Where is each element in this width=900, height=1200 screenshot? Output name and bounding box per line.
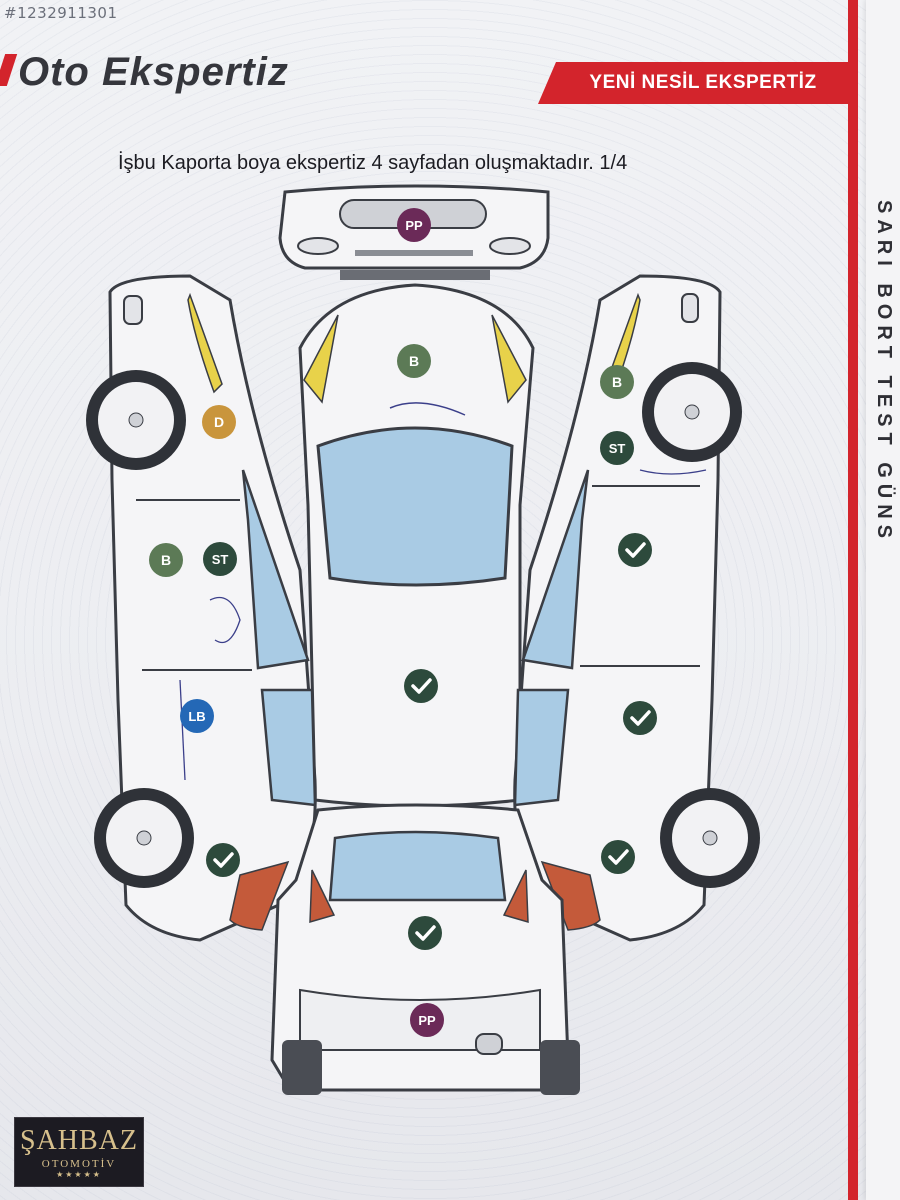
badge-label: B (612, 374, 622, 390)
page-subtitle: İşbu Kaporta boya ekspertiz 4 sayfadan o… (118, 152, 628, 174)
dealer-logo: ŞAHBAZ OTOMOTİV ★★★★★ (14, 1117, 144, 1187)
check-icon (415, 925, 436, 941)
wheel-left-rear (94, 788, 194, 888)
badge-front-bumper: PP (397, 208, 431, 242)
badge-trunk (408, 916, 442, 950)
badge-right-front-fender-b: B (600, 365, 634, 399)
badge-layer: PP B D B ST LB B ST PP (149, 208, 657, 1037)
badge-left-front-door-b: B (149, 543, 183, 577)
badge-label: B (161, 552, 171, 568)
check-icon (608, 849, 629, 865)
dealer-logo-sub: OTOMOTİV (41, 1158, 117, 1170)
listing-id: #1232911301 (4, 4, 118, 22)
badge-left-rear-door: LB (180, 699, 214, 733)
ribbon-banner: YENİ NESİL EKSPERTİZ (538, 62, 858, 104)
badge-left-front-door-st: ST (203, 542, 237, 576)
check-icon (630, 710, 651, 726)
badge-label: PP (418, 1013, 436, 1028)
badge-right-rear-fender (601, 840, 635, 874)
check-icon (625, 542, 646, 558)
wheel-left-front (86, 370, 186, 470)
badge-roof (404, 669, 438, 703)
dealer-logo-stars: ★★★★★ (56, 1170, 102, 1179)
badge-label: ST (212, 552, 229, 567)
red-border-stripe (848, 0, 858, 1200)
wheel-right-rear (660, 788, 760, 888)
badge-right-front-door (618, 533, 652, 567)
badge-left-front-fender: D (202, 405, 236, 439)
check-icon (213, 852, 234, 868)
wheel-right-front (642, 362, 742, 462)
badge-right-rear-door (623, 701, 657, 735)
side-page-text: SARI BORT TEST GÜNS (873, 200, 895, 545)
brand-title: Oto Ekspertiz (18, 50, 289, 94)
badge-label: D (214, 414, 224, 430)
badge-right-front-fender-st: ST (600, 431, 634, 465)
badge-label: B (409, 353, 419, 369)
next-page-edge (866, 0, 900, 1200)
dealer-logo-name: ŞAHBAZ (19, 1125, 138, 1156)
badge-label: ST (609, 441, 626, 456)
badge-hood: B (397, 344, 431, 378)
badge-rear-bumper: PP (410, 1003, 444, 1037)
badge-left-rear-fender (206, 843, 240, 877)
central-body-part (298, 283, 535, 808)
check-icon (411, 678, 432, 694)
badge-label: PP (405, 218, 423, 233)
badge-label: LB (188, 709, 205, 724)
